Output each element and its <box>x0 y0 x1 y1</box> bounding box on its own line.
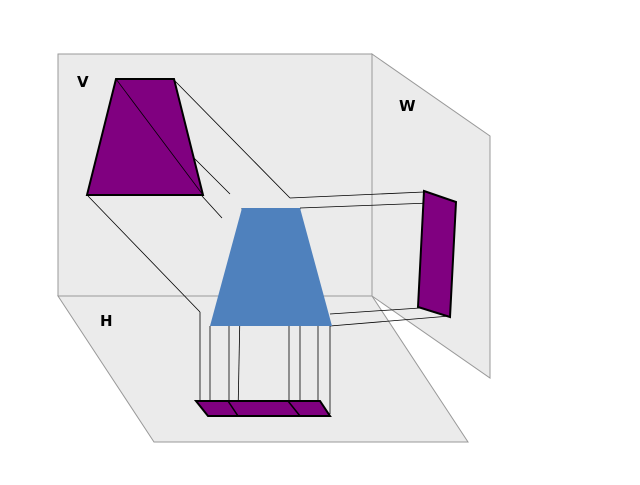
top-view-projection <box>193 400 332 417</box>
top-view-edges <box>227 400 301 417</box>
horizontal-plane-label: H <box>100 312 113 330</box>
side-plane-label: W <box>399 97 416 115</box>
vertical-plane-label: V <box>77 73 89 91</box>
object-shape <box>210 208 332 326</box>
front-view-hidden-edge <box>115 78 204 196</box>
side-view-projection <box>416 189 458 319</box>
